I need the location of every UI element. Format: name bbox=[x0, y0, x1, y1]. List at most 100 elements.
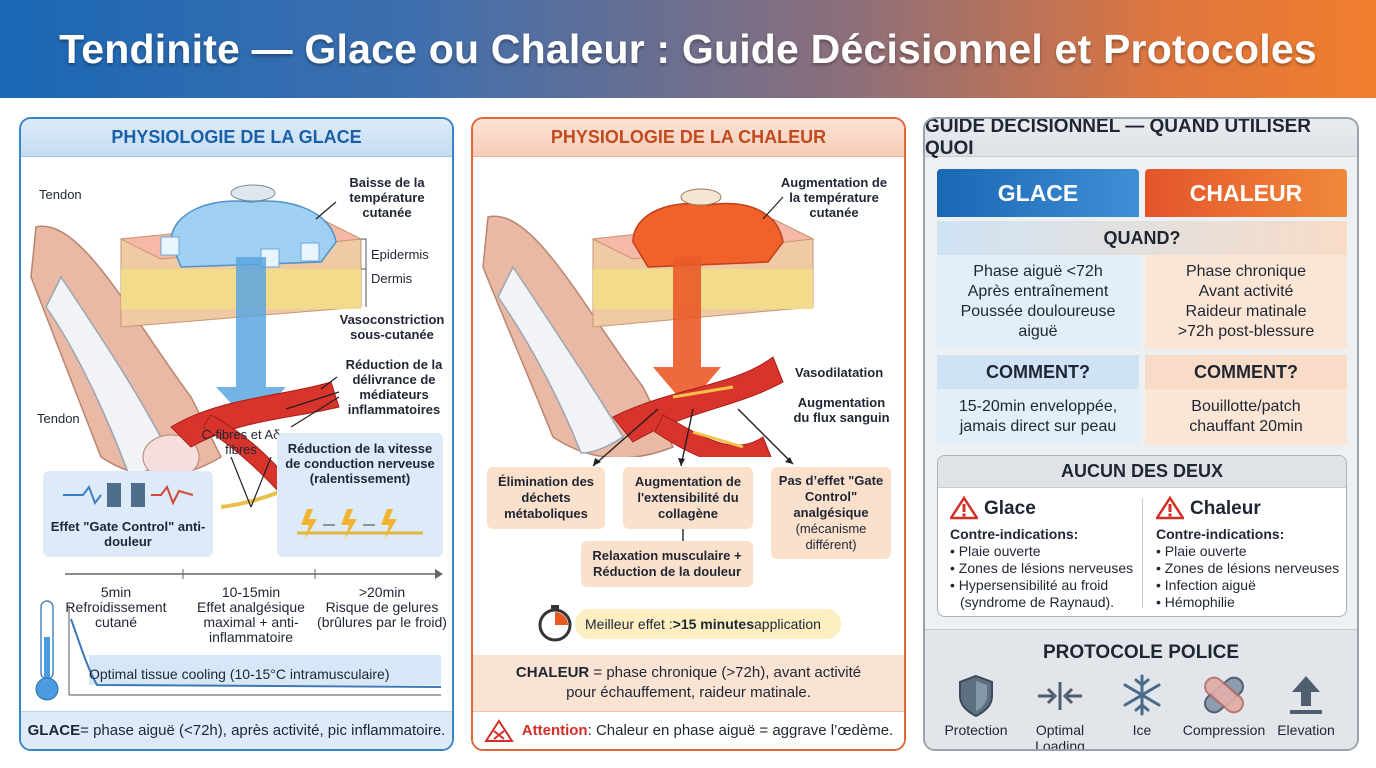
label-vasoconstriction: Vasoconstriction sous-cutanée bbox=[339, 312, 445, 342]
police-optimal-loading-label: Optimal Loading bbox=[1035, 722, 1085, 751]
timeline-desc-3: Risque de gelures (brûlures par le froid… bbox=[317, 599, 447, 630]
label-optimal-cooling: Optimal tissue cooling (10-15°C intramus… bbox=[89, 666, 390, 682]
heat-ci-1: • Plaie ouverte bbox=[1156, 543, 1247, 559]
heat-warning-text: : Chaleur en phase aiguë = aggrave l’œdè… bbox=[587, 722, 894, 739]
title-banner: Tendinite — Glace ou Chaleur : Guide Déc… bbox=[0, 0, 1376, 98]
effect-gate-title: Pas d’effet "Gate Control" analgésique bbox=[778, 473, 884, 520]
best-effect-suffix: application bbox=[754, 616, 821, 632]
heat-footer: CHALEUR = phase chronique (>72h), avant … bbox=[473, 655, 904, 711]
snowflake-icon bbox=[1123, 674, 1161, 716]
gate-control-box: Effet "Gate Control" anti-douleur bbox=[43, 471, 213, 557]
heat-footer-line1: = phase chronique (>72h), avant activité bbox=[589, 664, 862, 681]
timeline-time-2: 10-15min bbox=[221, 584, 281, 600]
when-heat-4: >72h post-blessure bbox=[1177, 323, 1315, 340]
neither-panel: AUCUN DES DEUX Glace Contre-indications:… bbox=[937, 455, 1347, 617]
when-ice-4: aiguë bbox=[1018, 323, 1058, 340]
label-nerve-conduction: Réduction de la vitesse de conduction ne… bbox=[285, 441, 435, 486]
label-mediators: Réduction de la délivrance de médiateurs… bbox=[345, 357, 443, 417]
cold-arrow-shape bbox=[216, 257, 286, 425]
loading-arrows-icon bbox=[1038, 682, 1082, 710]
label-tendon-bottom: Tendon bbox=[37, 411, 80, 426]
police-panel: PROTOCOLE POLICE Protection Optimal Load… bbox=[925, 629, 1357, 749]
how-ice-cell: 15-20min enveloppée, jamais direct sur p… bbox=[937, 389, 1139, 445]
best-effect-bold: >15 minutes bbox=[672, 616, 754, 632]
label-gate-control: Effet "Gate Control" anti-douleur bbox=[50, 519, 206, 549]
ice-ci-title: Glace bbox=[984, 497, 1036, 519]
heat-ci-2: • Zones de lésions nerveuses bbox=[1156, 560, 1340, 576]
heat-effect-arrows bbox=[592, 408, 794, 467]
label-fibres: C-fibres et Aδ fibres bbox=[201, 427, 281, 457]
label-ice-skin-temp: Baisse de la température cutanée bbox=[349, 175, 425, 220]
heat-warning: Attention : Chaleur en phase aiguë = agg… bbox=[473, 711, 904, 749]
heat-contraindications: Chaleur Contre-indications: • Plaie ouve… bbox=[1156, 496, 1346, 611]
heat-arrow-shape bbox=[653, 257, 721, 407]
when-ice-1: Phase aiguë <72h bbox=[973, 263, 1103, 280]
police-protection-label: Protection bbox=[944, 722, 1008, 738]
police-protection: Protection bbox=[931, 672, 1021, 738]
how-heat-1: Bouillotte/patch bbox=[1191, 398, 1301, 415]
elevation-arrow-icon bbox=[1290, 676, 1322, 714]
ice-warning-icon bbox=[950, 496, 978, 520]
ice-ci-1: • Plaie ouverte bbox=[950, 543, 1041, 559]
hot-water-bottle-shape bbox=[632, 202, 784, 268]
ice-pack-shape bbox=[170, 200, 337, 268]
heat-ci-3: • Infection aiguë bbox=[1156, 577, 1256, 593]
how-ice-1: 15-20min enveloppée, bbox=[958, 398, 1118, 415]
label-dermis: Dermis bbox=[371, 271, 413, 286]
ice-ci-2: • Zones de lésions nerveuses bbox=[950, 560, 1134, 576]
how-heat-cell: Bouillotte/patch chauffant 20min bbox=[1145, 389, 1347, 445]
ice-column-header: GLACE bbox=[937, 169, 1139, 217]
heat-warning-bold: Attention bbox=[521, 722, 588, 739]
timeline-desc-2: Effet analgésique maximal + anti-inflamm… bbox=[197, 599, 305, 645]
best-effect-row: Meilleur effet : >15 minutes application bbox=[537, 605, 843, 642]
how-ice-header: COMMENT? bbox=[937, 355, 1139, 389]
how-heat-header: COMMENT? bbox=[1145, 355, 1347, 389]
timeline-step-2: 10-15min Effet analgésique maximal + ant… bbox=[186, 585, 316, 645]
police-compression: Compression bbox=[1179, 672, 1269, 738]
when-ice-cell: Phase aiguë <72h Après entraînement Pous… bbox=[937, 255, 1139, 349]
label-epidermis: Epidermis bbox=[371, 247, 429, 262]
ice-ci-sub: Contre-indications: bbox=[950, 526, 1079, 542]
police-optimal-loading: Optimal Loading bbox=[1015, 672, 1105, 751]
heat-ci-title: Chaleur bbox=[1190, 497, 1261, 519]
cooling-chart bbox=[35, 600, 442, 701]
heat-physiology-panel: PHYSIOLOGIE DE LA CHALEUR Augmentation d… bbox=[471, 117, 906, 751]
heat-ci-sub: Contre-indications: bbox=[1156, 526, 1285, 542]
effect-gate-box: Pas d’effet "Gate Control" analgésique (… bbox=[771, 467, 891, 559]
ice-footer-bold: GLACE bbox=[27, 722, 81, 739]
ice-panel-header: PHYSIOLOGIE DE LA GLACE bbox=[21, 119, 452, 157]
decision-guide-panel: GUIDE DÉCISIONNEL — QUAND UTILISER QUOI … bbox=[923, 117, 1359, 751]
best-effect-prefix: Meilleur effet : bbox=[585, 616, 673, 632]
when-heat-cell: Phase chronique Avant activité Raideur m… bbox=[1145, 255, 1347, 349]
police-header: PROTOCOLE POLICE bbox=[1042, 642, 1239, 663]
effect-waste-box: Élimination des déchets métaboliques bbox=[487, 467, 605, 529]
ice-ci-3: • Hypersensibilité au froid bbox=[950, 577, 1109, 593]
guide-panel-header: GUIDE DÉCISIONNEL — QUAND UTILISER QUOI bbox=[925, 119, 1357, 159]
neither-header: AUCUN DES DEUX bbox=[938, 456, 1346, 488]
gate-signal-icon bbox=[63, 483, 193, 507]
effect-gate-sub: (mécanisme différent) bbox=[795, 521, 867, 552]
police-compression-label: Compression bbox=[1182, 722, 1266, 738]
timeline-time-1: 5min bbox=[100, 584, 132, 600]
heat-footer-bold: CHALEUR bbox=[515, 664, 590, 681]
relax-arrow bbox=[682, 529, 684, 541]
shield-icon bbox=[959, 674, 993, 718]
ice-footer-text: = phase aiguë (<72h), après activité, pi… bbox=[80, 722, 446, 739]
effect-relax-box: Relaxation musculaire + Réduction de la … bbox=[581, 541, 753, 587]
page-title: Tendinite — Glace ou Chaleur : Guide Déc… bbox=[59, 25, 1317, 72]
when-heat-2: Avant activité bbox=[1198, 283, 1294, 300]
nerve-conduction-box: Réduction de la vitesse de conduction ne… bbox=[277, 433, 443, 557]
bandage-icon bbox=[1204, 676, 1244, 714]
how-ice-2: jamais direct sur peau bbox=[959, 418, 1117, 435]
label-blood-flow: Augmentation du flux sanguin bbox=[793, 395, 890, 425]
label-heat-skin-temp: Augmentation de la température cutanée bbox=[780, 175, 888, 220]
timeline-time-3: >20min bbox=[358, 584, 406, 600]
heat-footer-line2: pour échauffement, raideur matinale. bbox=[566, 684, 811, 701]
timeline-desc-1: Refroidissement cutané bbox=[65, 599, 167, 630]
ice-contraindications: Glace Contre-indications: • Plaie ouvert… bbox=[950, 496, 1140, 611]
heat-warning-icon bbox=[1156, 496, 1184, 520]
ice-physiology-panel: PHYSIOLOGIE DE LA GLACE Tendon Tendon Ba… bbox=[19, 117, 454, 751]
lightning-icon bbox=[297, 509, 423, 539]
how-heat-2: chauffant 20min bbox=[1189, 418, 1303, 435]
label-tendon-top: Tendon bbox=[39, 187, 82, 202]
